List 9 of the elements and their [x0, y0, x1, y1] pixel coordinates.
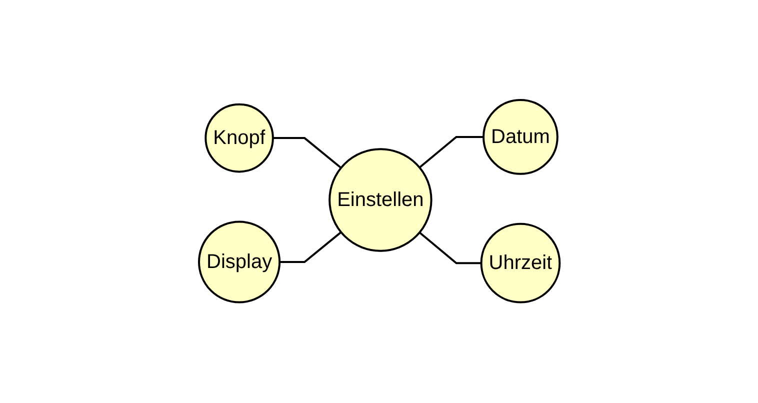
node-circle: Uhrzeit — [480, 223, 560, 304]
node-circle: Display — [198, 221, 280, 304]
node-circle: Datum — [482, 99, 558, 176]
connector — [272, 137, 342, 169]
node-circle: Einstellen — [328, 148, 432, 252]
connector — [418, 232, 481, 264]
connector — [279, 232, 342, 264]
node-circle: Knopf — [204, 104, 274, 174]
connector — [418, 136, 484, 169]
